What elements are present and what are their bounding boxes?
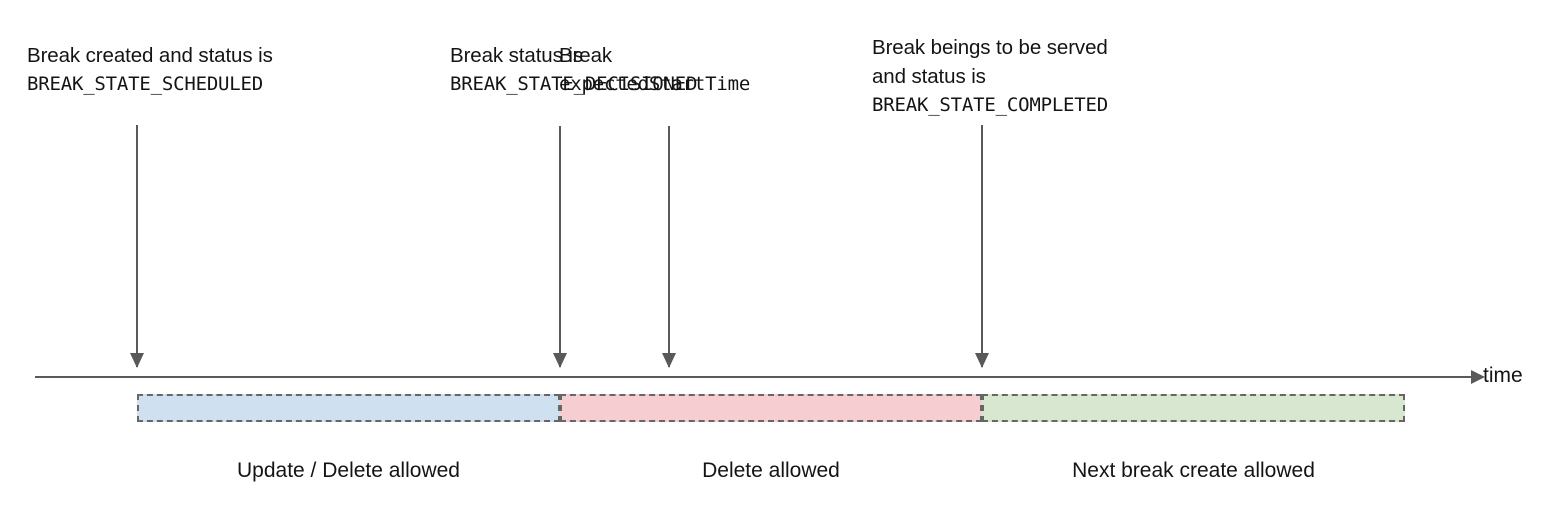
axis-line	[35, 376, 1472, 378]
event-arrow-created	[129, 125, 145, 368]
phase-bar-delete-only	[560, 394, 982, 422]
event-label-line: expectedStartTime	[559, 73, 751, 95]
event-label-expected-start: Break expectedStartTime	[559, 41, 750, 99]
event-label-created: Break created and status is BREAK_STATE_S…	[27, 41, 273, 99]
event-label-line: Break status is	[450, 44, 583, 67]
time-axis	[35, 370, 1485, 384]
axis-arrow-right-icon	[1471, 370, 1485, 384]
event-label-line: BREAK_STATE_DECISIONED	[450, 73, 698, 95]
event-label-line: Break created and status is	[27, 44, 273, 67]
event-label-decisioned: Break status is BREAK_STATE_DECISIONED	[450, 41, 697, 99]
arrow-stem	[559, 126, 561, 367]
event-label-line: BREAK_STATE_COMPLETED	[872, 94, 1109, 116]
event-label-completed: Break beings to be served and status is BR…	[872, 33, 1108, 120]
phase-caption-delete-only: Delete allowed	[702, 459, 840, 482]
event-label-line: Break beings to be served	[872, 36, 1108, 59]
event-arrow-completed	[974, 125, 990, 368]
event-label-line: and status is	[872, 65, 986, 88]
arrow-stem	[136, 125, 138, 367]
arrow-head-down-icon	[553, 353, 567, 368]
arrow-stem	[981, 125, 983, 367]
arrow-head-down-icon	[662, 353, 676, 368]
event-label-line: BREAK_STATE_SCHEDULED	[27, 73, 264, 95]
phase-bar-next-break	[982, 394, 1405, 422]
phase-caption-update-delete: Update / Delete allowed	[237, 459, 460, 482]
event-arrow-expected-start	[661, 126, 677, 368]
event-arrow-decisioned	[552, 126, 568, 368]
event-label-line: Break	[559, 44, 613, 67]
arrow-head-down-icon	[130, 353, 144, 368]
phase-bar-update-delete	[137, 394, 560, 422]
arrow-head-down-icon	[975, 353, 989, 368]
phase-caption-next-break: Next break create allowed	[1072, 459, 1315, 482]
time-axis-label: time	[1483, 364, 1523, 387]
arrow-stem	[668, 126, 670, 367]
